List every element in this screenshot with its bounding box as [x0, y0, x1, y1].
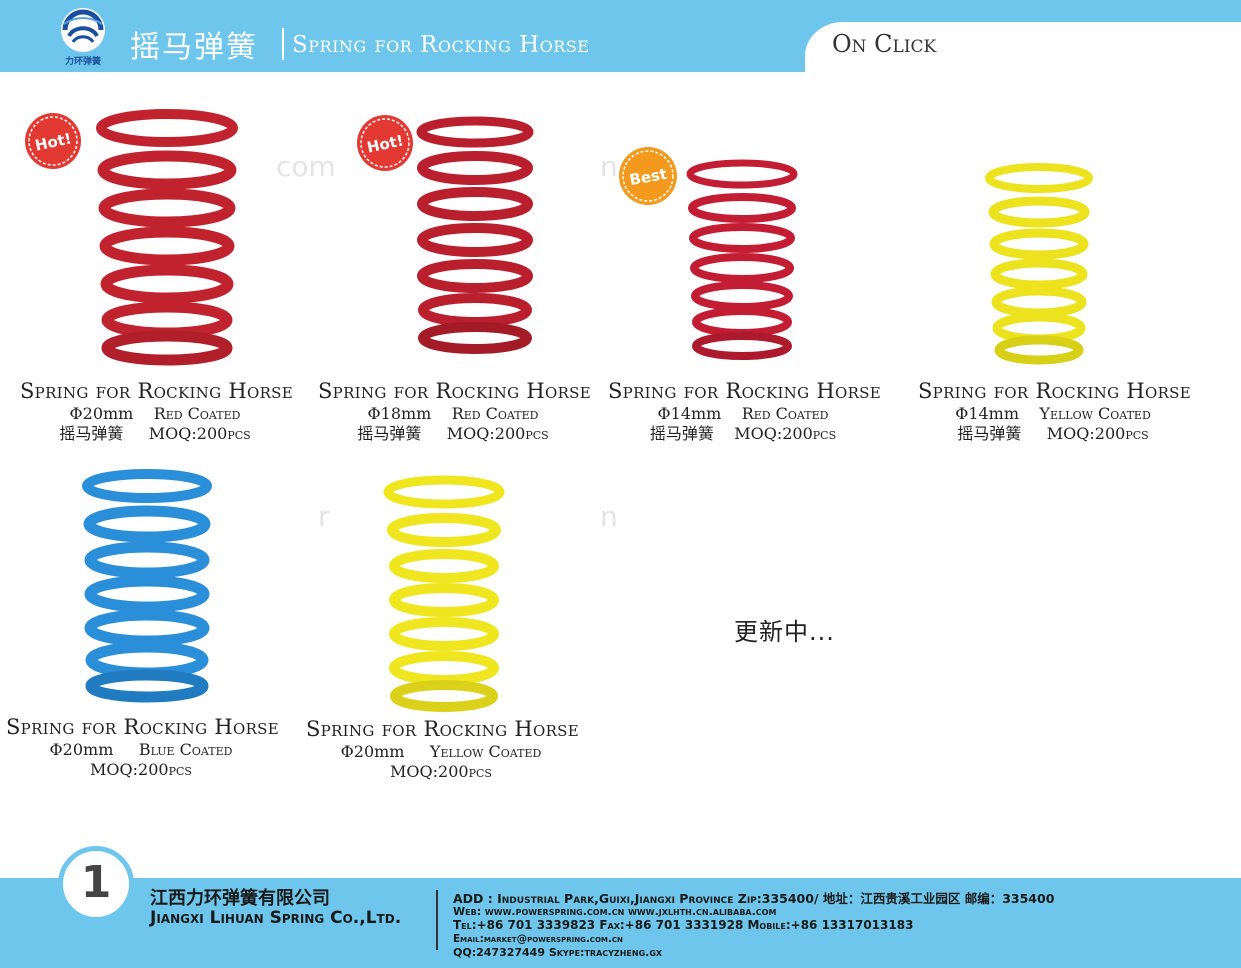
updating-notice: 更新中...: [734, 618, 835, 646]
product-moq: MOQ:200pcs: [390, 761, 492, 781]
product-coating: Yellow Coated: [429, 742, 542, 762]
spring-image: [686, 159, 798, 360]
spring-image: [82, 469, 212, 703]
product-moq: MOQ:200pcs: [734, 423, 837, 443]
product-caption: Spring for Rocking Horse Φ20mm Red Coate…: [20, 379, 293, 443]
spring-image: [96, 109, 238, 366]
contact-phone: Tel:+86 701 3339823 Fax:+86 701 3331928 …: [453, 918, 914, 932]
product-moq: MOQ:200pcs: [446, 423, 549, 443]
product-name-cn: 摇马弹簧: [357, 423, 422, 443]
product-caption: Spring for Rocking Horse Φ20mm Yellow Co…: [306, 717, 579, 781]
spring-image: [416, 116, 534, 354]
product-diameter: Φ14mm: [955, 404, 1020, 424]
product-title: Spring for Rocking Horse: [318, 379, 591, 403]
watermark: n: [600, 150, 618, 183]
product-coating: Red Coated: [153, 404, 241, 424]
product-moq: MOQ:200pcs: [1046, 423, 1149, 443]
product-name-cn: 摇马弹簧: [59, 423, 124, 443]
contact-email[interactable]: Email:market@powerspring.com.cn: [453, 933, 623, 945]
product-name-cn: 摇马弹簧: [957, 423, 1022, 443]
watermark: com: [276, 150, 336, 183]
company-name-cn: 江西力环弹簧有限公司: [150, 888, 330, 909]
product-caption: Spring for Rocking Horse Φ14mm Yellow Co…: [918, 379, 1191, 443]
product-title: Spring for Rocking Horse: [20, 379, 293, 403]
page-title-cn: 摇马弹簧: [130, 30, 258, 65]
product-title: Spring for Rocking Horse: [306, 717, 579, 741]
product-title: Spring for Rocking Horse: [608, 379, 881, 403]
product-title: Spring for Rocking Horse: [918, 379, 1191, 403]
product-diameter: Φ20mm: [69, 404, 134, 424]
watermark: n: [600, 500, 618, 533]
product-moq: MOQ:200pcs: [148, 423, 251, 443]
on-click-link[interactable]: On Click: [832, 30, 937, 58]
hot-badge: Hot!: [357, 115, 413, 171]
product-caption: Spring for Rocking Horse Φ20mm Blue Coat…: [6, 715, 279, 779]
spring-image: [383, 475, 505, 712]
title-divider: [282, 28, 284, 60]
page-number-badge: 1: [58, 846, 134, 922]
product-name-cn: 摇马弹簧: [649, 423, 714, 443]
product-caption: Spring for Rocking Horse Φ18mm Red Coate…: [318, 379, 591, 443]
contact-qq-skype: QQ:247327449 Skype:tracyzheng.gx: [453, 946, 663, 959]
footer-divider: [436, 890, 438, 950]
watermark: r: [318, 500, 330, 533]
product-coating: Red Coated: [451, 404, 539, 424]
product-moq: MOQ:200pcs: [90, 759, 192, 779]
best-badge: Best: [619, 147, 677, 205]
product-diameter: Φ20mm: [340, 742, 405, 762]
product-caption: Spring for Rocking Horse Φ14mm Red Coate…: [608, 379, 881, 443]
product-diameter: Φ20mm: [49, 740, 114, 760]
product-coating: Yellow Coated: [1039, 404, 1151, 424]
product-title: Spring for Rocking Horse: [6, 715, 279, 739]
product-diameter: Φ14mm: [657, 404, 722, 424]
header-tab: [805, 22, 1241, 72]
company-logo: 力环弹簧: [61, 8, 105, 67]
product-diameter: Φ18mm: [367, 404, 432, 424]
contact-web[interactable]: Web: www.powerspring.com.cn www.jxlhth.c…: [453, 905, 777, 918]
product-coating: Blue Coated: [138, 740, 233, 760]
logo-text: 力环弹簧: [65, 55, 101, 67]
spring-image: [985, 163, 1093, 365]
company-name-en: Jiangxi Lihuan Spring Co.,Ltd.: [150, 908, 402, 928]
footer-bar: [0, 878, 1241, 968]
product-coating: Red Coated: [741, 404, 829, 424]
hot-badge: Hot!: [25, 113, 81, 169]
contact-address: ADD : Industrial Park,Guixi,Jiangxi Prov…: [453, 891, 1055, 906]
page-title-en: Spring for Rocking Horse: [292, 32, 590, 58]
page-number: 1: [80, 857, 112, 908]
